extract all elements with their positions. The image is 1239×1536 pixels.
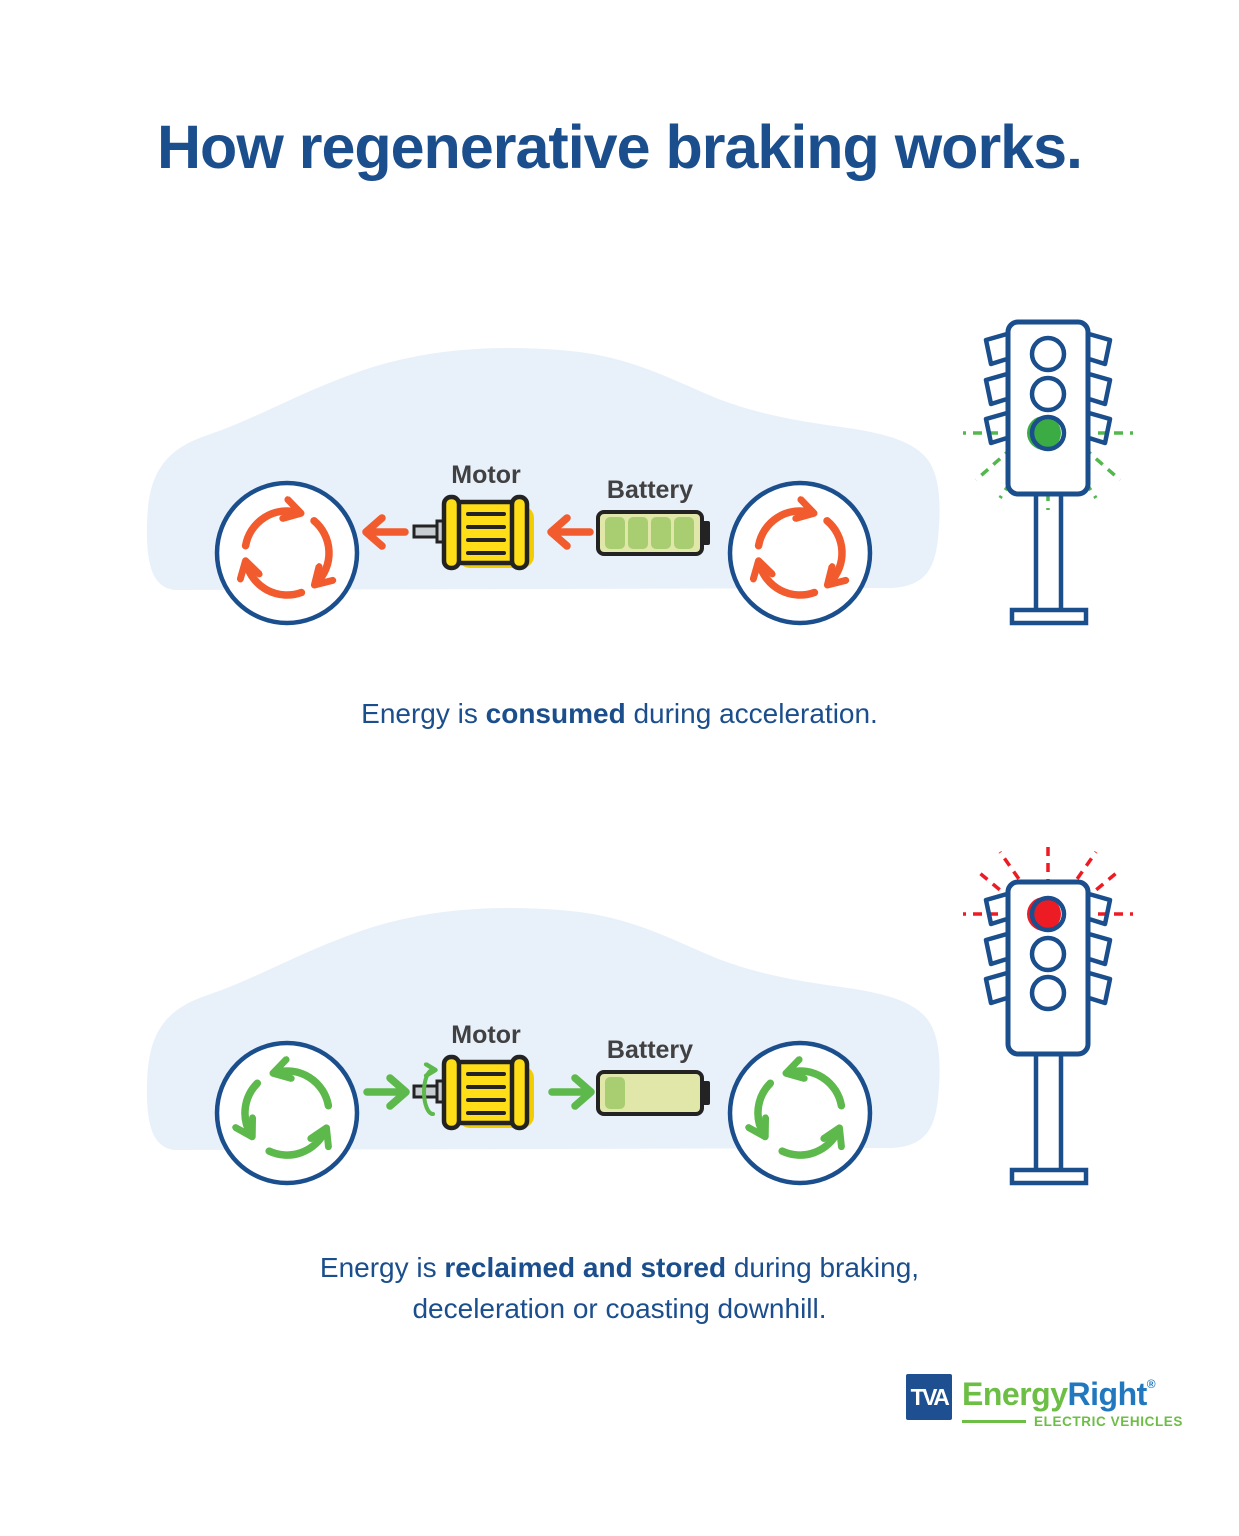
front-wheel [727,480,873,626]
traffic-light-green [963,319,1133,626]
front-wheel [727,1040,873,1186]
red-lamp-off [1029,335,1067,373]
battery-icon-low [596,1070,710,1116]
yellow-lamp-off [1029,935,1067,973]
motor-icon [412,494,534,571]
rotation-arrows-counterclockwise [758,1071,846,1159]
red-lamp-on-ring [1029,895,1067,933]
caption-bold-text: reclaimed and stored [444,1252,727,1283]
caption-acceleration: Energy is consumed during acceleration. [0,694,1239,735]
motor-label: Motor [451,1021,521,1049]
battery-label: Battery [607,1036,693,1064]
traffic-light-pole [1033,1054,1064,1170]
registered-mark: ® [1146,1377,1156,1391]
caption-text: during braking, deceleration or coasting… [412,1252,920,1324]
brand-right: Right [1067,1376,1148,1412]
scene-braking: Motor Battery [146,844,1133,1186]
tva-logo: TVA [906,1374,953,1420]
caption-text: Energy is [319,1252,445,1283]
energyright-logo: TVA EnergyRight® ELECTRIC VEHICLES [906,1374,1183,1429]
page-title: How regenerative braking works. [157,113,1083,181]
flow-arrow-motor-to-battery [548,1074,595,1110]
battery-label: Battery [607,476,693,504]
traffic-light-red [963,844,1133,1186]
rear-wheel [214,1040,360,1186]
brand-energy: Energy [962,1376,1068,1412]
traffic-light-base [1009,607,1089,626]
motor-label: Motor [451,461,521,489]
traffic-light-base [1009,1167,1089,1186]
green-lamp-off [1029,974,1067,1012]
brand-tagline: ELECTRIC VEHICLES [1034,1414,1183,1429]
caption-bold-text: consumed [485,698,626,729]
motor-icon [412,1054,534,1131]
flow-arrow-battery-to-motor [547,514,594,550]
rotation-arrows-counterclockwise [245,1071,333,1159]
green-lamp-on-ring [1029,414,1067,452]
brand-rule [962,1420,1027,1423]
caption-text: during acceleration. [625,698,878,729]
scene-acceleration: Motor Battery [146,319,1133,626]
caption-text: Energy is [361,698,486,729]
flow-arrow-wheel-to-motor [363,1074,410,1110]
rear-wheel [214,480,360,626]
visors [983,331,1113,446]
flow-arrow-motor-to-wheel [362,514,409,550]
rotation-arrows-clockwise [759,511,842,599]
yellow-lamp-off [1029,375,1067,413]
caption-braking: Energy is reclaimed and stored during br… [0,1248,1239,1329]
brand-wordmark: EnergyRight® [962,1374,1183,1414]
traffic-light-pole [1033,494,1064,610]
spin-arrow [422,1070,433,1116]
rotation-arrows-clockwise [246,511,329,599]
visors [983,891,1113,1006]
battery-icon-full [596,510,710,556]
